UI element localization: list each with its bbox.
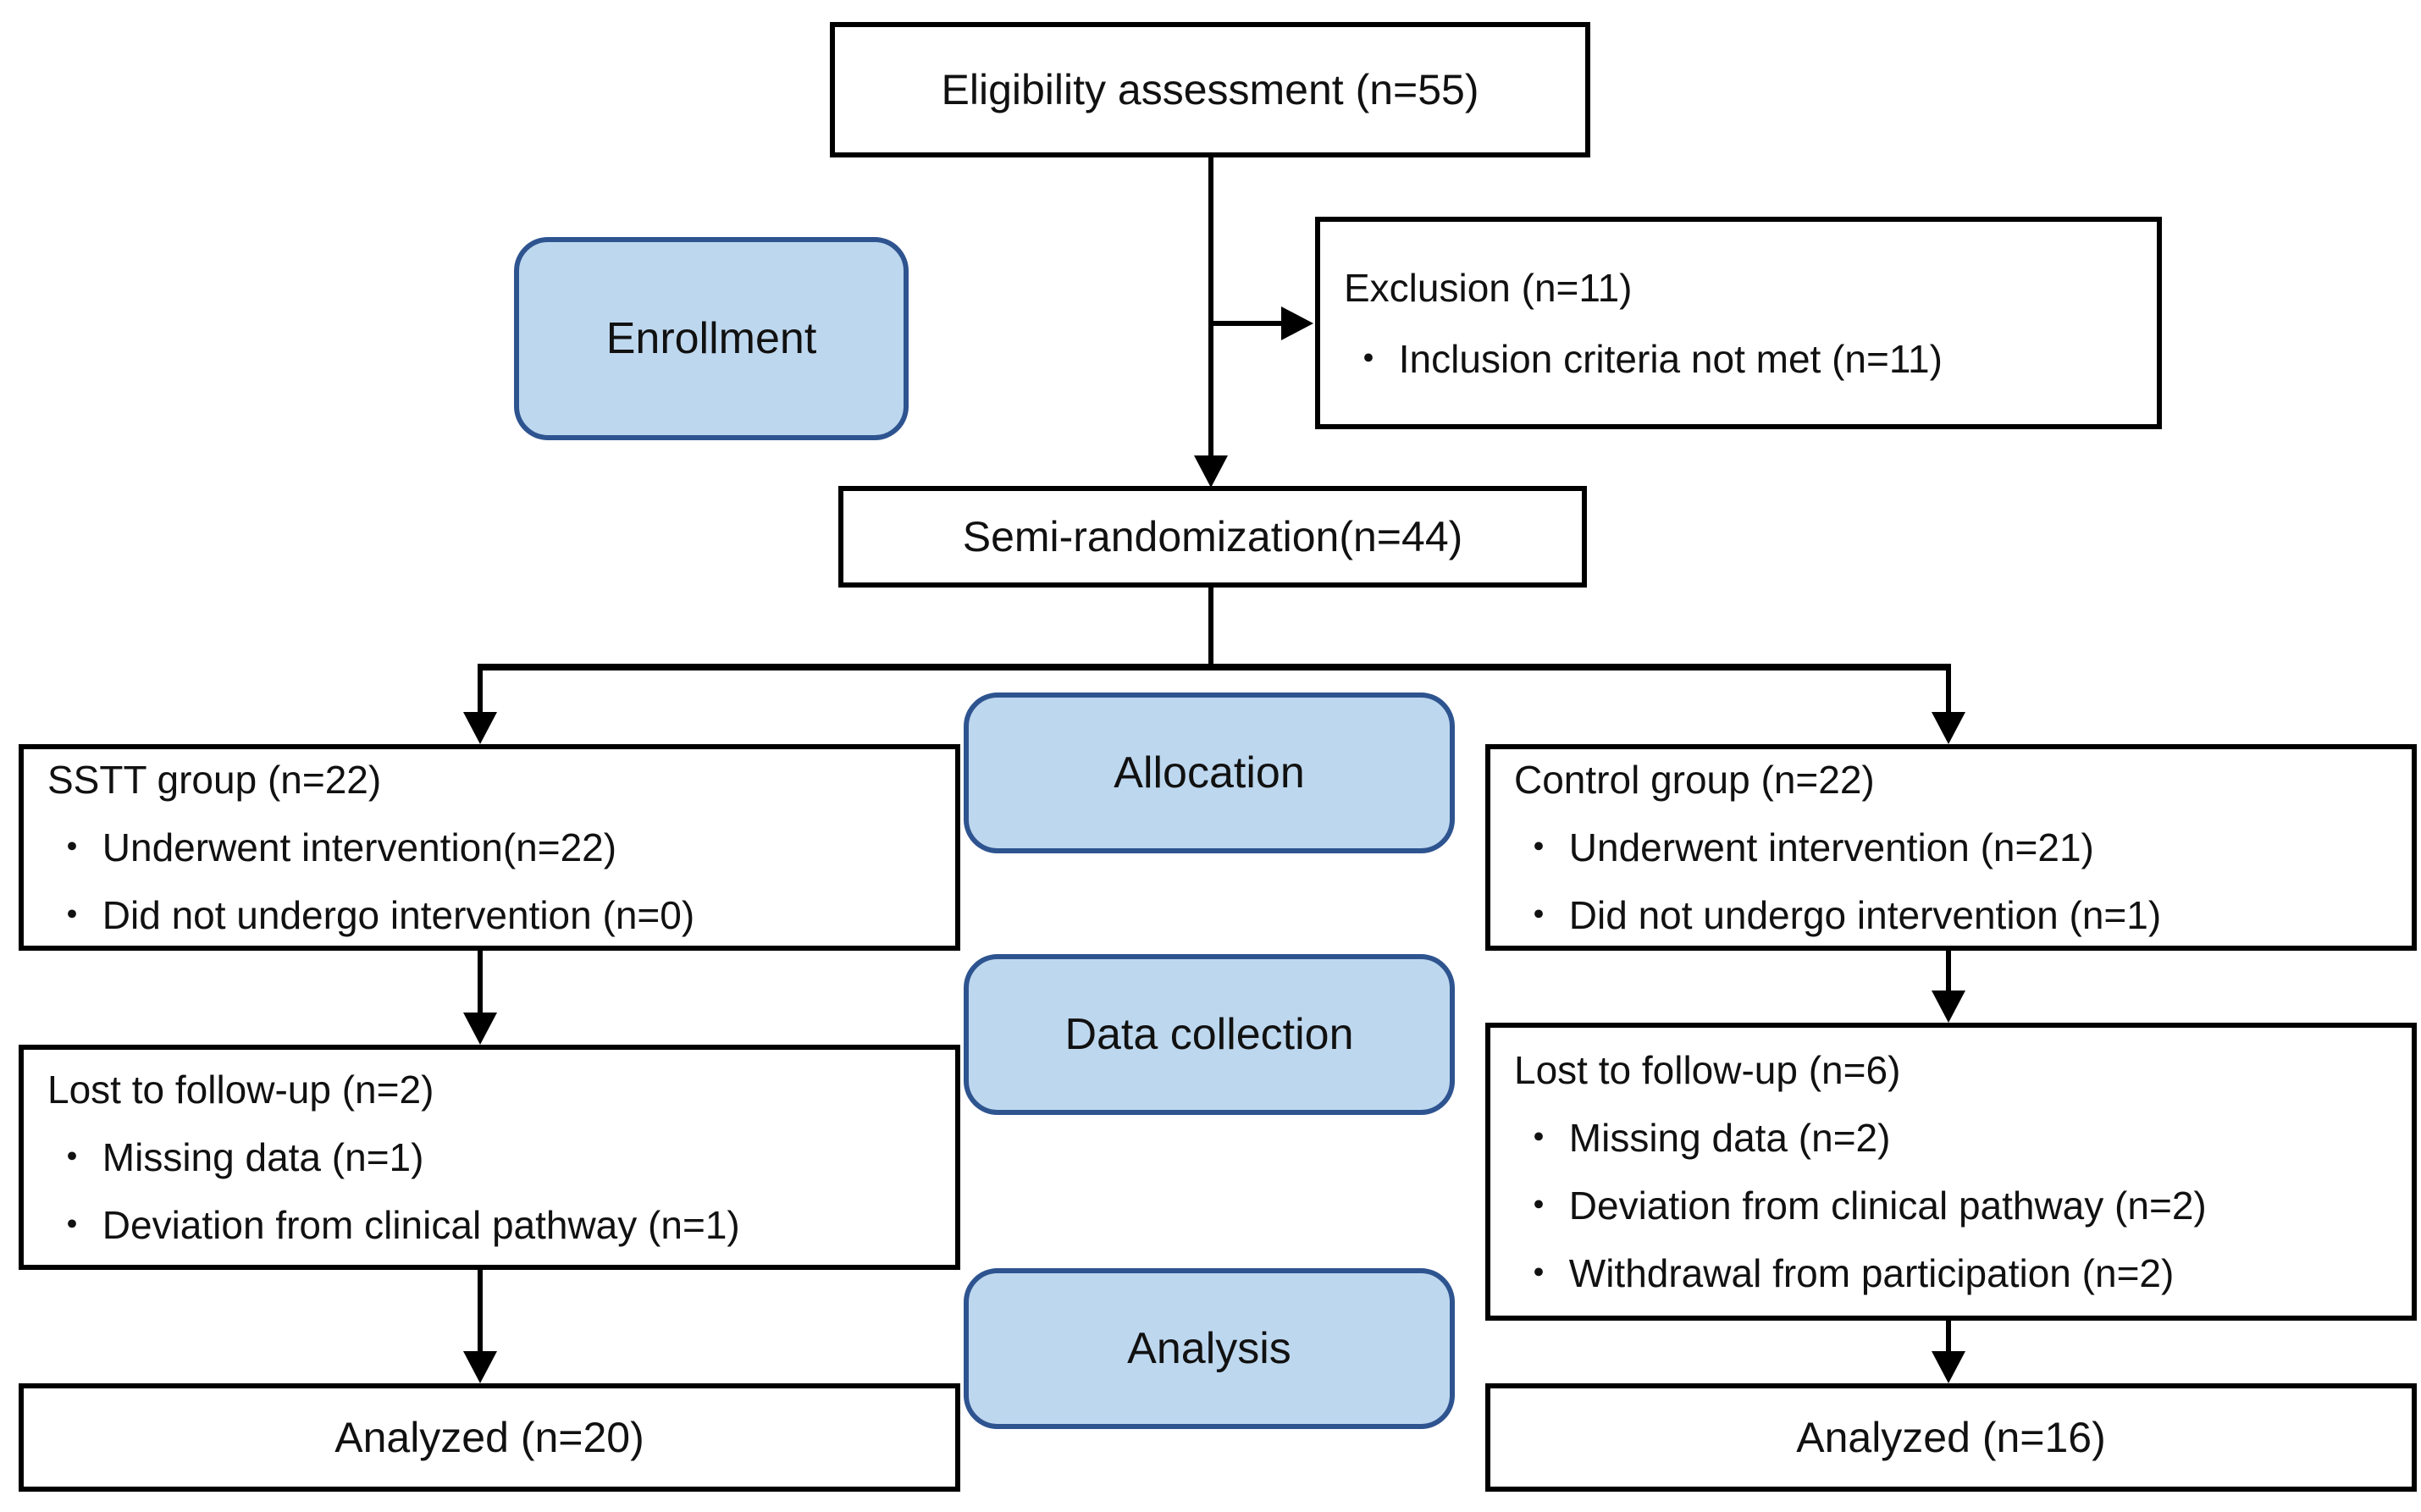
analyzed-control-box: Analyzed (n=16) <box>1485 1383 2417 1492</box>
eligibility-assessment-label: Eligibility assessment (n=55) <box>941 66 1479 113</box>
lost-control-title: Lost to follow-up (n=6) <box>1514 1048 1901 1092</box>
lost-sstt-item: ・ Deviation from clinical pathway (n=1) <box>53 1203 740 1247</box>
lost-to-follow-up-control-box: Lost to follow-up (n=6) ・ Missing data (… <box>1485 1023 2417 1321</box>
control-group-title: Control group (n=22) <box>1514 758 1875 802</box>
stage-allocation-label: Allocation <box>1114 748 1305 797</box>
stage-allocation: Allocation <box>964 693 1455 853</box>
semi-randomization-label: Semi-randomization(n=44) <box>962 513 1463 560</box>
connector-lost-control-to-analyzed <box>1946 1321 1951 1355</box>
analyzed-sstt-box: Analyzed (n=20) <box>19 1383 960 1492</box>
connector-eligibility-to-randomization <box>1208 157 1213 455</box>
connector-split-to-control <box>1946 664 1951 713</box>
analyzed-control-label: Analyzed (n=16) <box>1796 1414 2106 1461</box>
lost-control-item: ・ Missing data (n=2) <box>1519 1116 1891 1160</box>
connector-to-exclusion <box>1208 321 1285 326</box>
exclusion-item: ・ Inclusion criteria not met (n=11) <box>1349 336 1943 381</box>
control-group-item: ・ Underwent intervention (n=21) <box>1519 825 2094 869</box>
sstt-group-item: ・ Underwent intervention(n=22) <box>53 825 617 869</box>
arrowhead-to-exclusion <box>1281 306 1313 340</box>
lost-sstt-item: ・ Missing data (n=1) <box>53 1135 424 1179</box>
stage-enrollment-label: Enrollment <box>605 314 817 363</box>
arrowhead-to-lost-control <box>1932 991 1965 1023</box>
arrowhead-to-sstt <box>463 712 497 744</box>
lost-to-follow-up-sstt-box: Lost to follow-up (n=2) ・ Missing data (… <box>19 1045 960 1270</box>
control-group-item: ・ Did not undergo intervention (n=1) <box>1519 893 2162 937</box>
semi-randomization-box: Semi-randomization(n=44) <box>838 486 1587 588</box>
arrowhead-to-analyzed-control <box>1932 1351 1965 1383</box>
sstt-group-title: SSTT group (n=22) <box>47 758 382 802</box>
connector-lost-sstt-to-analyzed <box>478 1270 483 1353</box>
stage-enrollment: Enrollment <box>514 237 909 440</box>
control-group-box: Control group (n=22) ・ Underwent interve… <box>1485 744 2417 951</box>
lost-sstt-title: Lost to follow-up (n=2) <box>47 1068 434 1112</box>
eligibility-assessment-box: Eligibility assessment (n=55) <box>830 22 1590 157</box>
arrowhead-to-analyzed-sstt <box>463 1351 497 1383</box>
sstt-group-box: SSTT group (n=22) ・ Underwent interventi… <box>19 744 960 951</box>
connector-sstt-to-lost <box>478 951 483 1013</box>
connector-split-to-sstt <box>478 664 483 713</box>
split-bar <box>478 664 1951 670</box>
lost-control-item: ・ Withdrawal from participation (n=2) <box>1519 1251 2175 1295</box>
stage-data-collection: Data collection <box>964 954 1455 1115</box>
exclusion-title: Exclusion (n=11) <box>1344 265 1633 310</box>
stage-analysis-label: Analysis <box>1127 1324 1291 1373</box>
stage-data-collection-label: Data collection <box>1064 1010 1354 1059</box>
stage-analysis: Analysis <box>964 1268 1455 1429</box>
connector-control-to-lost <box>1946 951 1951 993</box>
arrowhead-to-randomization <box>1194 455 1228 488</box>
connector-randomization-to-split <box>1208 588 1213 669</box>
arrowhead-to-control <box>1932 712 1965 744</box>
exclusion-box: Exclusion (n=11) ・ Inclusion criteria no… <box>1315 217 2162 429</box>
analyzed-sstt-label: Analyzed (n=20) <box>334 1414 644 1461</box>
sstt-group-item: ・ Did not undergo intervention (n=0) <box>53 893 695 937</box>
arrowhead-to-lost-sstt <box>463 1013 497 1045</box>
lost-control-item: ・ Deviation from clinical pathway (n=2) <box>1519 1184 2207 1228</box>
